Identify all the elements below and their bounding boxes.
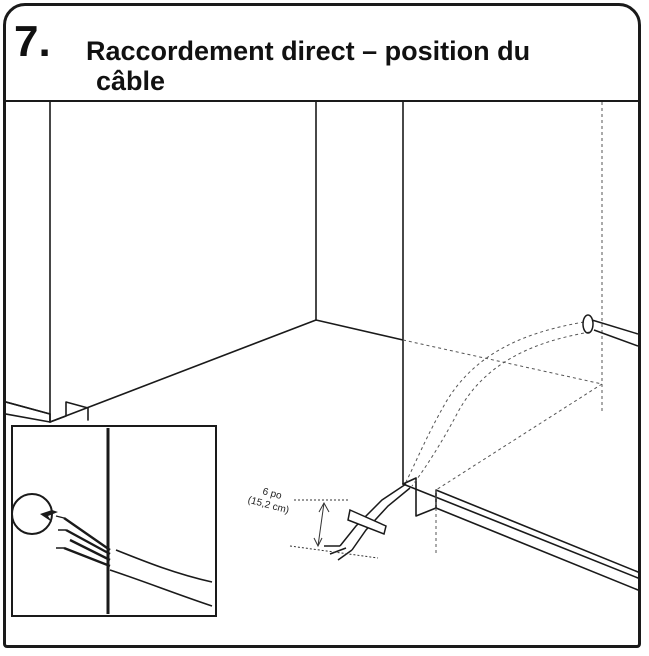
inset-arrow-icon	[40, 510, 58, 522]
dimension-line	[317, 502, 325, 547]
inset-detail	[11, 425, 217, 617]
step-number: 7.	[14, 17, 51, 66]
cable-out-lower	[593, 329, 638, 347]
instruction-panel: 7. Raccordement direct – position du câb…	[3, 3, 641, 648]
hidden-cable-path-lower	[411, 331, 591, 487]
floor-back-right-line	[315, 319, 404, 341]
cable-emerging-upper	[339, 483, 407, 547]
cable-out-upper	[591, 319, 638, 335]
hidden-cable-path-upper	[405, 321, 585, 483]
cable-clamp	[347, 508, 387, 536]
installation-illustration: 6 po (15,2 cm)	[6, 102, 638, 617]
left-cabinet-kick	[49, 401, 89, 423]
step-title-line-2: câble	[96, 66, 166, 96]
inset-cable-lower	[109, 569, 213, 607]
inset-cable-upper	[115, 549, 213, 583]
floor-back-left-line	[49, 319, 317, 423]
wall-hole	[582, 314, 594, 334]
dimension-imperial: 6 po	[261, 486, 283, 502]
step-header: 7. Raccordement direct – position du câb…	[6, 6, 638, 102]
inset-wires	[63, 517, 111, 568]
right-cabinet-base	[402, 477, 638, 573]
step-title-line-1: Raccordement direct – position du	[86, 36, 531, 66]
